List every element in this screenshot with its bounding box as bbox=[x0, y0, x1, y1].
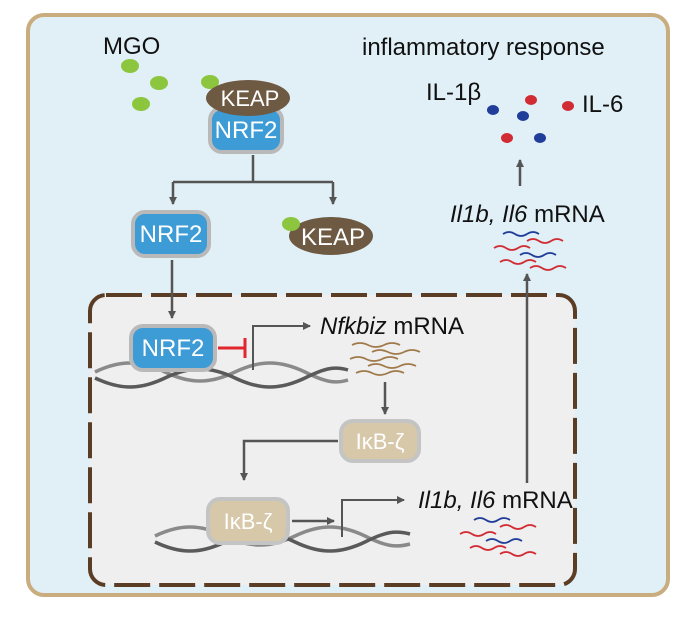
mgo-dot bbox=[132, 97, 150, 111]
il6-dot bbox=[525, 95, 537, 105]
il-mrna-nuclear-squiggles bbox=[459, 517, 537, 557]
nfkbiz-promoter-arrow bbox=[252, 322, 311, 370]
split-arrow bbox=[173, 155, 333, 184]
il-mrna-cytoplasm-label: Il1b, Il6 mRNA bbox=[450, 201, 605, 228]
il1b-label: IL-1β bbox=[426, 79, 481, 106]
il-mrna-nuclear-label: Il1b, Il6 mRNA bbox=[418, 487, 573, 514]
keap-complex-label: KEAP bbox=[221, 86, 280, 111]
il6-label: IL-6 bbox=[582, 91, 623, 118]
il1b-dot bbox=[534, 133, 546, 143]
il-mrna-cytoplasm-squiggles bbox=[493, 231, 567, 271]
il1b-dot bbox=[487, 105, 499, 115]
nrf2-complex-label: NRF2 bbox=[215, 117, 278, 144]
ikbz-bound-label: IκB-ζ bbox=[224, 509, 273, 534]
mgo-dot bbox=[121, 59, 139, 73]
ikbz-bound-pill bbox=[206, 497, 290, 545]
nrf2-nuclear-pill bbox=[129, 324, 217, 372]
ikbz-protein-label: IκB-ζ bbox=[356, 429, 405, 454]
arrow-ikbz-to-dna bbox=[240, 439, 338, 481]
dna-strand-lower bbox=[154, 525, 411, 553]
keap-mgo-oval bbox=[289, 217, 373, 255]
inflammatory-response-label: inflammatory response bbox=[362, 34, 605, 61]
nrf2-free-label: NRF2 bbox=[140, 221, 203, 248]
nrf2-free-pill bbox=[131, 210, 211, 258]
keap-mgo-label: KEAP bbox=[301, 224, 365, 251]
il6-dot bbox=[501, 133, 513, 143]
il6-dot bbox=[562, 101, 574, 111]
nrf2-nuclear-label: NRF2 bbox=[142, 335, 205, 362]
mgo-dot bbox=[201, 75, 219, 89]
nfkbiz-mrna-squiggles bbox=[349, 342, 421, 376]
mgo-label: MGO bbox=[103, 33, 160, 60]
il1b-dot bbox=[517, 111, 529, 121]
mgo-dot bbox=[282, 217, 300, 231]
nfkbiz-mrna-label: Nfkbiz mRNA bbox=[320, 313, 464, 340]
il-promoter-arrow bbox=[341, 496, 405, 537]
mgo-dot bbox=[150, 76, 168, 90]
ikbz-protein-pill bbox=[339, 419, 421, 463]
keap-complex-oval bbox=[206, 80, 290, 116]
